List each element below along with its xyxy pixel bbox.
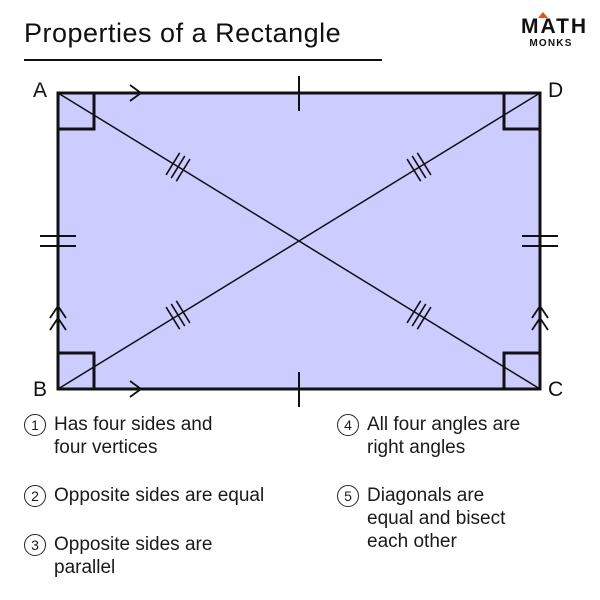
- parallel-arrow-right-2: [531, 316, 549, 331]
- parallel-arrow-left-2: [49, 316, 67, 331]
- triple-tick-b-half: [165, 300, 191, 330]
- right-angle-marker-b: [58, 351, 96, 389]
- vertex-label-b: B: [33, 378, 48, 401]
- title-underline: [24, 59, 382, 61]
- parallel-arrow-bottom: [129, 380, 143, 398]
- parallel-arrow-top: [129, 84, 143, 102]
- logo-triangle-icon: [538, 12, 548, 18]
- triple-tick-a-half: [165, 152, 191, 182]
- page-title: Properties of a Rectangle: [24, 18, 342, 48]
- triple-tick-d-half: [406, 152, 432, 182]
- vertex-label-c: C: [548, 378, 564, 401]
- math-monks-logo: MATH MONKS: [521, 12, 589, 50]
- right-angle-marker-c: [502, 351, 540, 389]
- logo-sub-text: MONKS: [529, 38, 573, 49]
- parallel-arrow-left-1: [49, 304, 67, 319]
- triple-tick-c-half: [406, 300, 432, 330]
- parallel-arrow-right-1: [531, 304, 549, 319]
- vertex-label-d: D: [548, 79, 564, 102]
- right-angle-marker-a: [58, 93, 96, 131]
- logo-main-text: MATH: [521, 15, 589, 38]
- diagonal-bd: [57, 92, 541, 390]
- right-angle-marker-d: [502, 93, 540, 131]
- vertex-label-a: A: [33, 79, 48, 102]
